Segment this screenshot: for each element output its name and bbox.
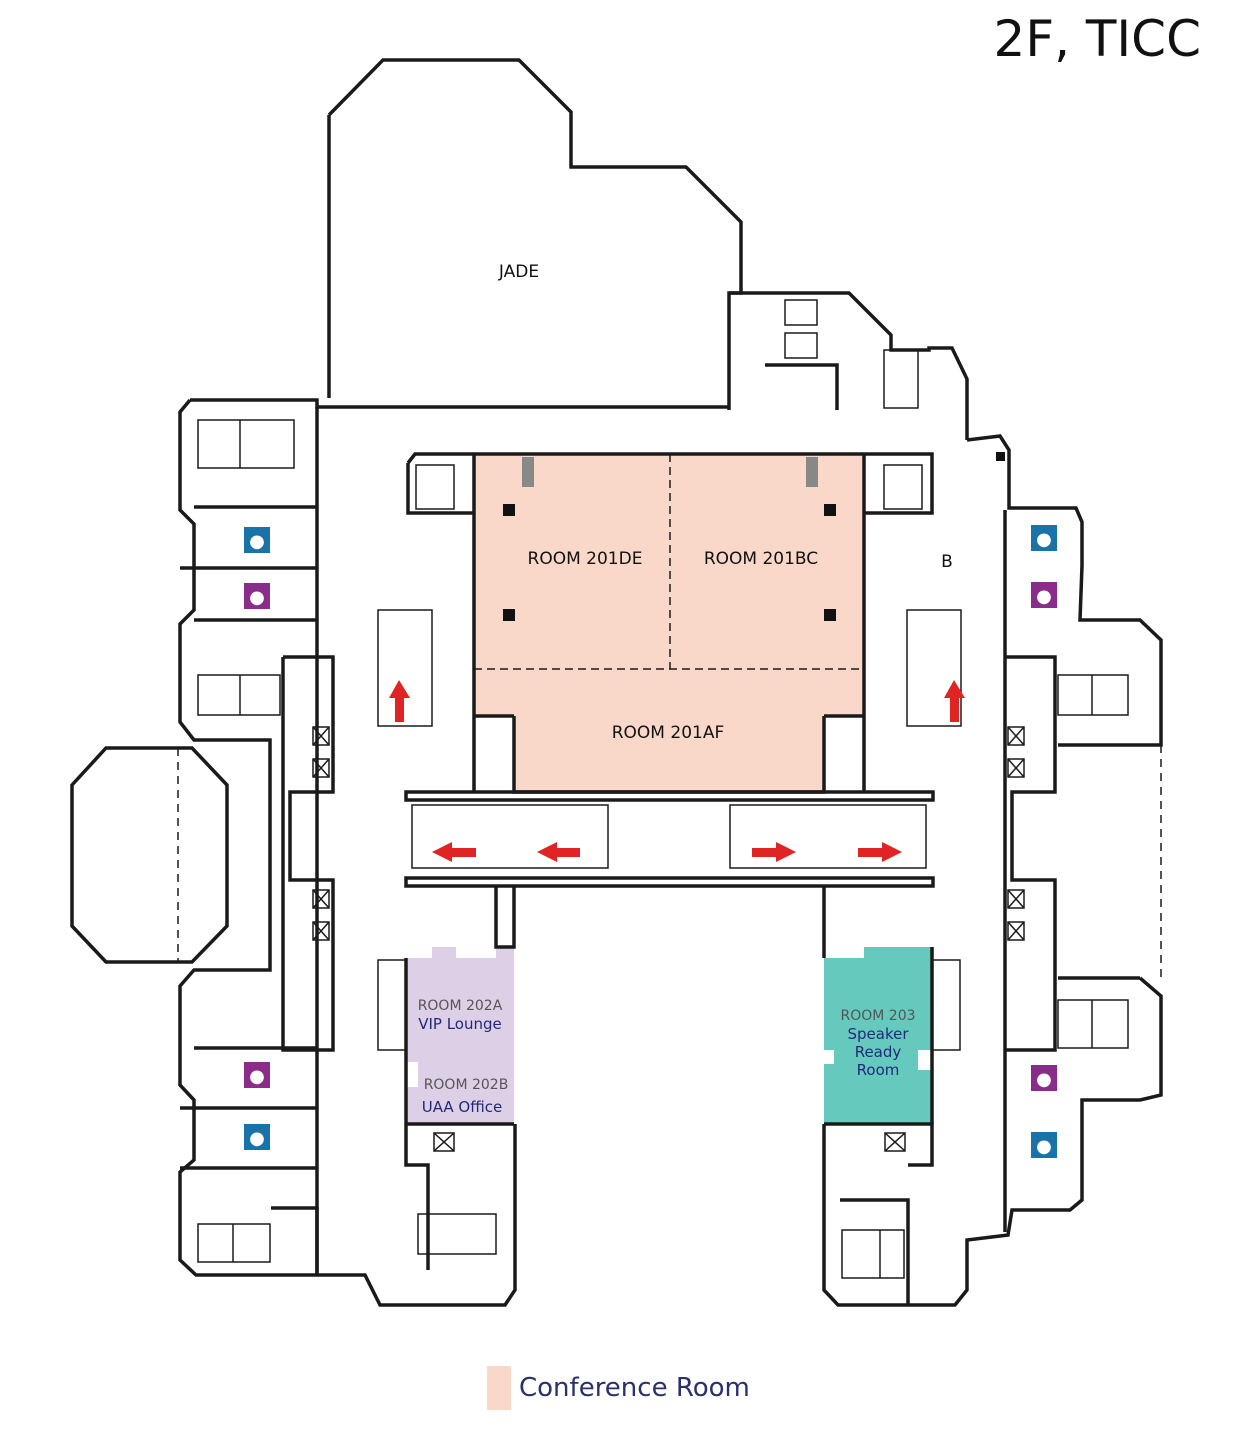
svg-text:●: ● — [1036, 529, 1052, 550]
mens-restroom-icon: ● — [1031, 525, 1057, 551]
b-label: B — [941, 552, 953, 572]
svg-text:●: ● — [249, 1066, 265, 1087]
svg-text:●: ● — [1036, 1136, 1052, 1157]
jade-label: JADE — [498, 262, 539, 282]
legend-label: Conference Room — [519, 1373, 750, 1403]
room-201de-label: ROOM 201DE — [528, 549, 643, 569]
room-202a-use: VIP Lounge — [418, 1015, 502, 1033]
svg-text:●: ● — [249, 1128, 265, 1149]
room-201af-area[interactable] — [474, 669, 864, 792]
womens-restroom-icon: ● — [244, 583, 270, 609]
room-201bc-area[interactable] — [670, 454, 864, 669]
room-203-label: ROOM 203 — [840, 1008, 915, 1024]
svg-text:●: ● — [1036, 1069, 1052, 1090]
svg-text:●: ● — [249, 587, 265, 608]
room-203-use-3: Room — [857, 1061, 900, 1079]
floor-title: 2F, TICC — [993, 10, 1201, 68]
legend-swatch — [487, 1366, 511, 1410]
womens-restroom-icon: ● — [244, 1062, 270, 1088]
room-203-use-1: Speaker — [847, 1025, 909, 1043]
escalator-arrow-icon — [389, 680, 965, 862]
room-202b-use: UAA Office — [422, 1098, 502, 1116]
stairs-icon — [197, 349, 1129, 1279]
svg-text:●: ● — [1036, 586, 1052, 607]
room-201af-label: ROOM 201AF — [612, 723, 725, 743]
svg-text:●: ● — [249, 531, 265, 552]
room-203-area[interactable] — [824, 947, 932, 1124]
room-202a-label: ROOM 202A — [418, 998, 503, 1014]
mens-restroom-icon: ● — [244, 527, 270, 553]
room-202b-area[interactable] — [406, 1050, 514, 1124]
room-202b-label: ROOM 202B — [424, 1077, 509, 1093]
womens-restroom-icon: ● — [1031, 582, 1057, 608]
mens-restroom-icon: ● — [1031, 1132, 1057, 1158]
map-legend: Conference Room — [487, 1366, 750, 1410]
mens-restroom-icon: ● — [244, 1124, 270, 1150]
elevator-icon — [312, 726, 1025, 1152]
room-201bc-label: ROOM 201BC — [704, 549, 818, 569]
womens-restroom-icon: ● — [1031, 1065, 1057, 1091]
room-201de-area[interactable] — [474, 454, 670, 669]
room-203-use-2: Ready — [855, 1043, 902, 1061]
room-202a-area[interactable] — [406, 947, 514, 1050]
